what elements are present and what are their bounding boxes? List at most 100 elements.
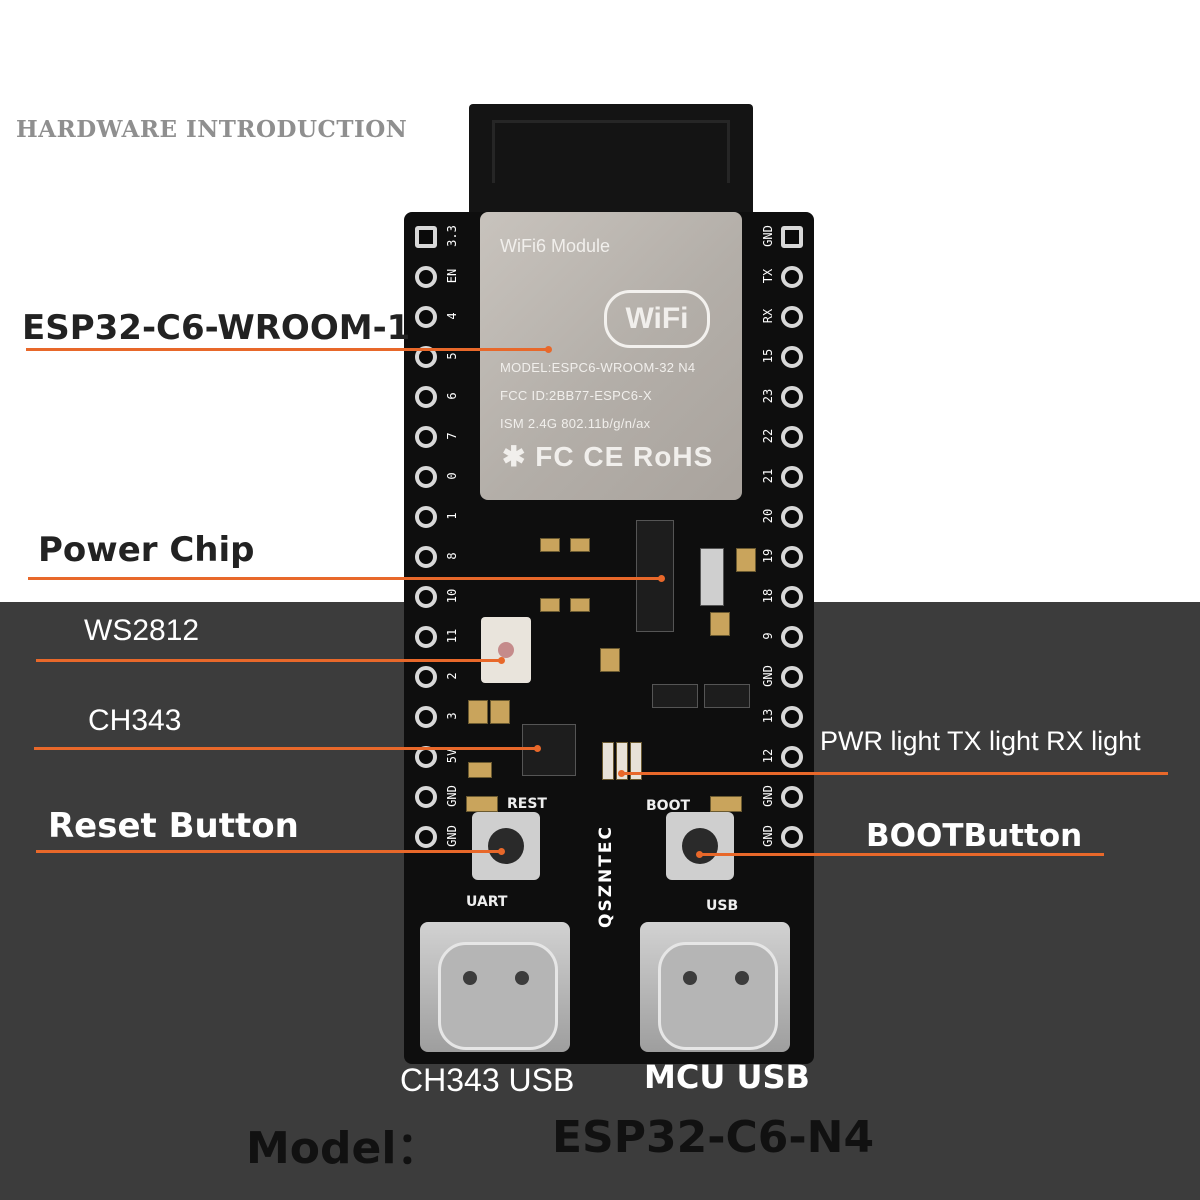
left-pin-label: EN	[445, 268, 459, 284]
power-chip	[636, 520, 674, 632]
callout-ws2812-dot	[498, 657, 505, 664]
right-pin	[781, 786, 803, 808]
left-pin-label: 3.3	[445, 225, 459, 247]
left-pin-label: 5	[445, 352, 459, 360]
transistor-1	[652, 684, 698, 708]
right-pin	[781, 546, 803, 568]
right-pin-label: 20	[761, 508, 775, 524]
callout-ws2812: WS2812	[84, 614, 200, 647]
smd-component	[570, 598, 590, 612]
right-pin-label: GND	[761, 825, 775, 847]
module-title: WiFi6 Module	[500, 236, 611, 256]
usb-c-port	[658, 942, 778, 1050]
left-pin-label: 2	[445, 672, 459, 680]
silk-usb: USB	[706, 898, 739, 914]
right-pin	[781, 266, 803, 288]
left-pin	[415, 666, 437, 688]
callout-ch343-dot	[534, 745, 541, 752]
uart-usb-c-connector[interactable]	[420, 922, 570, 1052]
right-pin-label: GND	[761, 785, 775, 807]
model-value: ESP32-C6-N4	[552, 1112, 875, 1163]
wifi-module: WiFi6 Module WiFi MODEL:ESPC6-WROOM-32 N…	[480, 212, 742, 500]
right-pin	[781, 706, 803, 728]
left-pin	[415, 466, 437, 488]
callout-leds-line	[622, 772, 1168, 775]
ch343-chip	[522, 724, 576, 776]
callout-power-chip-line	[28, 577, 662, 580]
callout-module: ESP32-C6-WROOM-1	[22, 308, 411, 348]
right-pin-label: TX	[761, 268, 775, 284]
callout-reset-line	[36, 850, 502, 853]
callout-power-chip-dot	[658, 575, 665, 582]
left-pin	[415, 706, 437, 728]
left-pin	[415, 626, 437, 648]
reset-button[interactable]	[472, 812, 540, 880]
callout-boot-dot	[696, 851, 703, 858]
left-pin	[415, 546, 437, 568]
left-pin	[415, 826, 437, 848]
right-pin-label: 9	[761, 632, 775, 640]
right-pin	[781, 826, 803, 848]
usb-mount-hole	[683, 971, 697, 985]
right-pin	[781, 346, 803, 368]
smd-component	[736, 548, 756, 572]
left-pin	[415, 386, 437, 408]
left-pin-label: 8	[445, 552, 459, 560]
right-pin-label: 22	[761, 428, 775, 444]
silk-reset: REST	[507, 796, 547, 812]
left-pin	[415, 786, 437, 808]
usb-mount-hole	[463, 971, 477, 985]
boot-button-cap	[682, 828, 718, 864]
usb-mount-hole	[735, 971, 749, 985]
callout-reset: Reset Button	[48, 806, 299, 846]
usb-c-port	[438, 942, 558, 1050]
right-pin-label: 13	[761, 708, 775, 724]
boot-button[interactable]	[666, 812, 734, 880]
right-pin	[781, 226, 803, 248]
mcu-usb-c-connector[interactable]	[640, 922, 790, 1052]
callout-module-line	[26, 348, 548, 351]
callout-leds-dot	[618, 770, 625, 777]
right-pin-label: GND	[761, 225, 775, 247]
usb-mount-hole	[515, 971, 529, 985]
left-pin	[415, 306, 437, 328]
right-pin-label: 23	[761, 388, 775, 404]
right-pin-label: 12	[761, 748, 775, 764]
power-chip-tab	[700, 548, 724, 606]
module-ism-line: ISM 2.4G 802.11b/g/n/ax	[500, 416, 651, 431]
smd-component	[570, 538, 590, 552]
smd-component	[540, 538, 560, 552]
smd-component	[468, 700, 488, 724]
left-pin	[415, 506, 437, 528]
right-pin	[781, 306, 803, 328]
callout-leds: PWR light TX light RX light	[820, 726, 1141, 756]
callout-ch343-line	[34, 747, 538, 750]
smd-component	[710, 796, 742, 812]
model-label: Model：	[246, 1123, 441, 1174]
right-pin-label: RX	[761, 308, 775, 324]
right-pin-label: 15	[761, 348, 775, 364]
smd-component	[710, 612, 730, 636]
left-pin	[415, 266, 437, 288]
callout-reset-dot	[498, 848, 505, 855]
callout-ws2812-line	[36, 659, 502, 662]
callout-power-chip: Power Chip	[38, 530, 255, 570]
smd-component	[466, 796, 498, 812]
callout-module-dot	[545, 346, 552, 353]
transistor-2	[704, 684, 750, 708]
rx-led	[630, 742, 642, 780]
left-pin-label: 0	[445, 472, 459, 480]
right-pin-label: GND	[761, 665, 775, 687]
silk-boot: BOOT	[646, 798, 691, 814]
right-pin	[781, 506, 803, 528]
left-pin	[415, 586, 437, 608]
smd-component	[490, 700, 510, 724]
antenna-trace	[492, 120, 730, 183]
label-mcu-usb: MCU USB	[644, 1058, 810, 1096]
module-fcc-line: FCC ID:2BB77-ESPC6-X	[500, 388, 652, 403]
left-pin-label: 6	[445, 392, 459, 400]
right-pin	[781, 666, 803, 688]
module-model-line: MODEL:ESPC6-WROOM-32 N4	[500, 360, 696, 375]
left-pin-label: 5V	[445, 748, 459, 764]
left-pin-label: 4	[445, 312, 459, 320]
